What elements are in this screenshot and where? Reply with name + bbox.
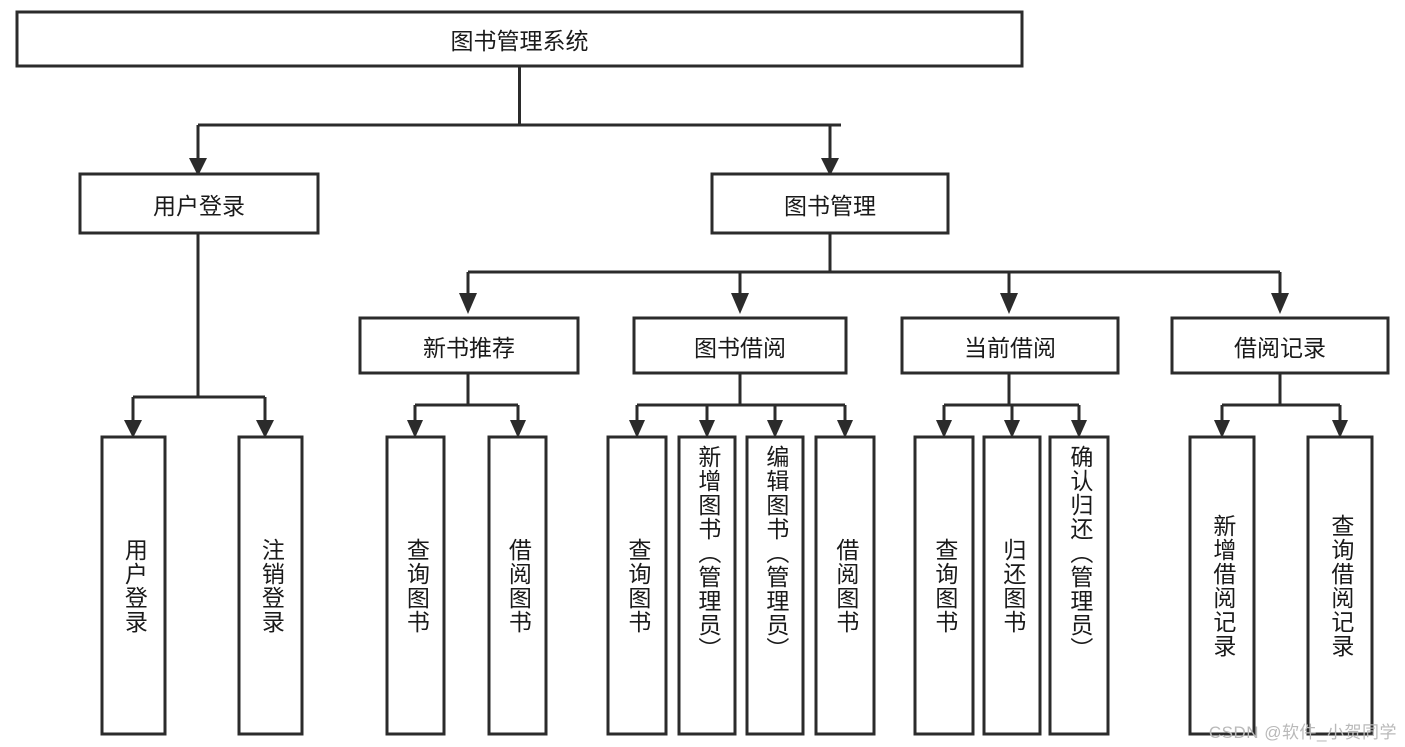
leaf-box-book-borrow-3[interactable]	[814, 435, 876, 736]
leaf-box-current-borrow-1[interactable]	[982, 435, 1042, 736]
leaf-box-user-login-0[interactable]	[100, 435, 167, 736]
leaf-box-new-book-0[interactable]	[385, 435, 446, 736]
arrow-cb-leaf2	[1004, 420, 1020, 438]
node-group	[15, 10, 1390, 736]
leaf-box-book-borrow-1[interactable]	[677, 435, 737, 736]
arrow-book-manage	[821, 158, 839, 176]
arrow-book-borrow	[731, 293, 749, 314]
arrow-br-leaf2	[1332, 420, 1348, 438]
arrow-leaf-logout	[256, 420, 274, 438]
leaf-box-current-borrow-2[interactable]	[1048, 435, 1110, 736]
arrow-leaf-user-login	[124, 420, 142, 438]
arrow-current-borrow	[1000, 293, 1018, 314]
node-root-box[interactable]	[15, 10, 1024, 68]
connector-group	[124, 66, 1348, 438]
node-borrow-record-box[interactable]	[1170, 316, 1390, 375]
arrow-bb-leaf3	[767, 420, 783, 438]
node-new-book-box[interactable]	[358, 316, 580, 375]
arrow-bb-leaf4	[837, 420, 853, 438]
leaf-box-book-borrow-0[interactable]	[606, 435, 668, 736]
arrow-cb-leaf1	[936, 420, 952, 438]
leaf-box-user-login-1[interactable]	[237, 435, 304, 736]
leaf-box-current-borrow-0[interactable]	[913, 435, 975, 736]
arrow-bb-leaf1	[629, 420, 645, 438]
arrow-bb-leaf2	[699, 420, 715, 438]
node-book-manage-box[interactable]	[710, 172, 950, 235]
node-current-borrow-box[interactable]	[900, 316, 1120, 375]
leaf-box-book-borrow-2[interactable]	[745, 435, 805, 736]
watermark: CSDN @软件_小贺同学	[1208, 723, 1397, 742]
leaf-box-borrow-record-0[interactable]	[1188, 435, 1256, 736]
node-user-login-box[interactable]	[78, 172, 320, 235]
arrow-new-book	[459, 293, 477, 314]
arrow-cb-leaf3	[1071, 420, 1087, 438]
arrow-nb-leaf2	[510, 420, 526, 438]
arrow-br-leaf1	[1214, 420, 1230, 438]
arrow-user-login	[189, 158, 207, 176]
node-book-borrow-box[interactable]	[632, 316, 848, 375]
arrow-borrow-record	[1271, 293, 1289, 314]
leaf-box-borrow-record-1[interactable]	[1306, 435, 1374, 736]
leaf-box-new-book-1[interactable]	[487, 435, 548, 736]
arrow-nb-leaf1	[407, 420, 423, 438]
